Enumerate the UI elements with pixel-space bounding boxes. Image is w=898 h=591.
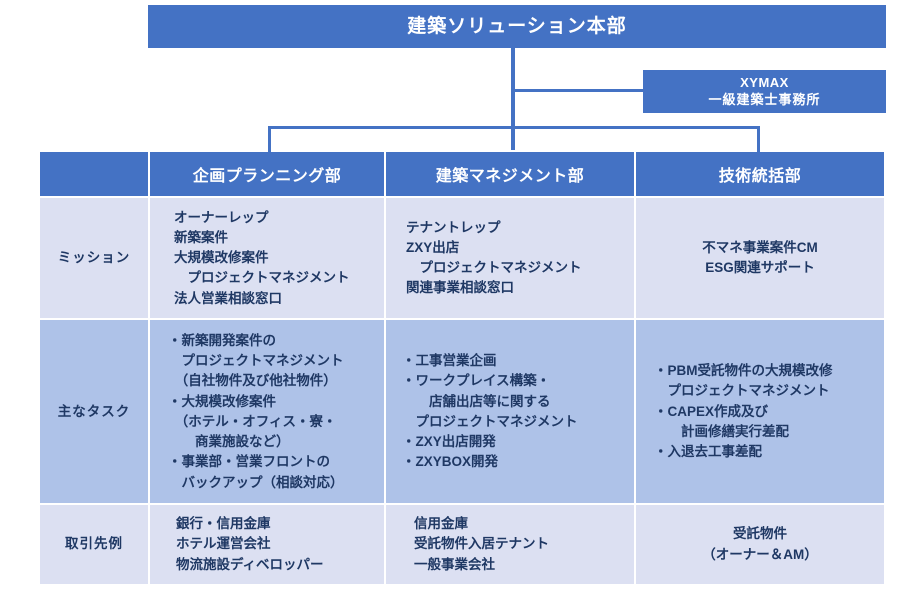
connector-vertical-main [511, 48, 515, 150]
xymax-affiliate-box: XYMAX 一級建築士事務所 [643, 70, 886, 113]
connector-vertical-column-1 [268, 126, 271, 152]
table-header-row: 企画プランニング部 建築マネジメント部 技術統括部 [40, 152, 884, 196]
department-matrix-table: 企画プランニング部 建築マネジメント部 技術統括部 ミッション オーナーレップ … [38, 150, 886, 586]
cell-mission-technology: 不マネ事業案件CM ESG関連サポート [636, 198, 884, 319]
table-row-clients: 取引先例 銀行・信用金庫 ホテル運営会社 物流施設ディベロッパー 信用金庫 受託… [40, 505, 884, 584]
connector-vertical-column-3 [757, 126, 760, 152]
table-row-tasks: 主なタスク ・新築開発案件の プロジェクトマネジメント （自社物件及び他社物件）… [40, 320, 884, 504]
cell-tasks-management: ・工事営業企画 ・ワークプレイス構築・ 店舗出店等に関する プロジェクトマネジメ… [386, 320, 634, 504]
row-label-mission: ミッション [40, 198, 148, 319]
table-row-mission: ミッション オーナーレップ 新築案件 大規模改修案件 プロジェクトマネジメント … [40, 198, 884, 319]
connector-horizontal-distribution [268, 126, 760, 129]
xymax-label-line2: 一級建築士事務所 [708, 91, 821, 107]
connector-horizontal-xymax [511, 89, 645, 92]
cell-clients-technology: 受託物件 （オーナー＆AM） [636, 505, 884, 584]
cell-tasks-planning: ・新築開発案件の プロジェクトマネジメント （自社物件及び他社物件） ・大規模改… [150, 320, 384, 504]
header-cell-technology: 技術統括部 [636, 152, 884, 196]
xymax-label-line1: XYMAX [740, 75, 789, 91]
headquarters-label: 建築ソリューション本部 [407, 15, 627, 37]
row-label-clients: 取引先例 [40, 505, 148, 584]
cell-mission-planning: オーナーレップ 新築案件 大規模改修案件 プロジェクトマネジメント 法人営業相談… [150, 198, 384, 319]
cell-clients-planning: 銀行・信用金庫 ホテル運営会社 物流施設ディベロッパー [150, 505, 384, 584]
headquarters-box: 建築ソリューション本部 [148, 5, 886, 48]
header-cell-planning: 企画プランニング部 [150, 152, 384, 196]
cell-clients-management: 信用金庫 受託物件入居テナント 一般事業会社 [386, 505, 634, 584]
header-cell-blank [40, 152, 148, 196]
cell-mission-management: テナントレップ ZXY出店 プロジェクトマネジメント 関連事業相談窓口 [386, 198, 634, 319]
row-label-tasks: 主なタスク [40, 320, 148, 504]
header-cell-management: 建築マネジメント部 [386, 152, 634, 196]
cell-tasks-technology: ・PBM受託物件の大規模改修 プロジェクトマネジメント ・CAPEX作成及び 計… [636, 320, 884, 504]
